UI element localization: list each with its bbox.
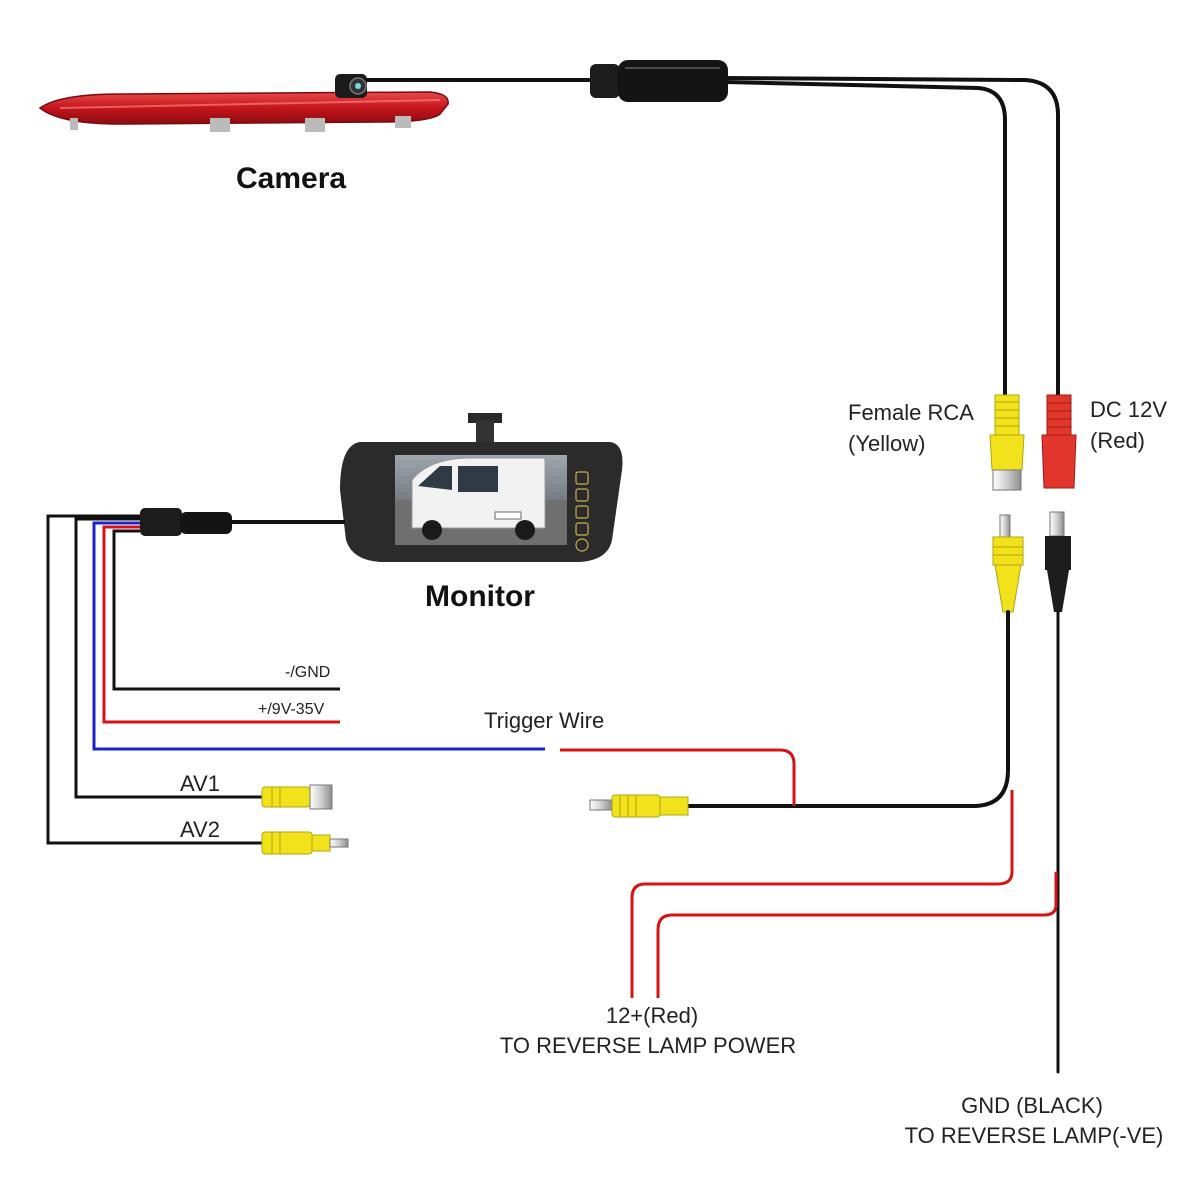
- reverse-gnd-target-label: TO REVERSE LAMP(-VE): [904, 1123, 1164, 1148]
- av1-female-rca: [261, 784, 333, 810]
- monitor-cable: [140, 508, 345, 536]
- av2-male-rca: [261, 831, 349, 855]
- reverse-lamp-power-wires: [630, 790, 1058, 998]
- gnd-wire-label: -/GND: [285, 664, 331, 681]
- male-rca-plug: [992, 514, 1024, 613]
- dc-12v-label: DC 12V: [1090, 397, 1168, 422]
- av1-label: AV1: [180, 771, 220, 796]
- monitor-label: Monitor: [425, 580, 535, 613]
- trigger-wire-label: Trigger Wire: [484, 708, 605, 733]
- camera-brake-light: [38, 91, 449, 132]
- dc-12v-connector: [1041, 394, 1077, 489]
- monitor-mount: [468, 413, 502, 442]
- camera-label: Camera: [236, 162, 347, 195]
- av2-label: AV2: [180, 817, 220, 842]
- dc-12v-color-label: (Red): [1090, 428, 1146, 453]
- camera-cable: [365, 76, 1060, 402]
- extension-cable: [686, 610, 1060, 1074]
- power-wire-label: +/9V-35V: [258, 701, 325, 718]
- monitor-wire-harness: [46, 514, 545, 845]
- monitor-mirror: [340, 442, 623, 562]
- camera-lens-icon: [335, 74, 367, 98]
- female-rca-connector: [989, 394, 1025, 491]
- male-dc-plug: [1045, 511, 1071, 612]
- camera-cable-connector: [590, 60, 728, 102]
- female-rca-label: Female RCA: [848, 400, 974, 425]
- reverse-gnd-label: GND (BLACK): [961, 1093, 1103, 1118]
- trigger-wire-red: [560, 748, 796, 806]
- av-rca-plug: [589, 794, 689, 818]
- female-rca-color-label: (Yellow): [848, 431, 926, 456]
- reverse-power-label: 12+(Red): [605, 1003, 699, 1028]
- reverse-power-target-label: TO REVERSE LAMP POWER: [499, 1033, 797, 1058]
